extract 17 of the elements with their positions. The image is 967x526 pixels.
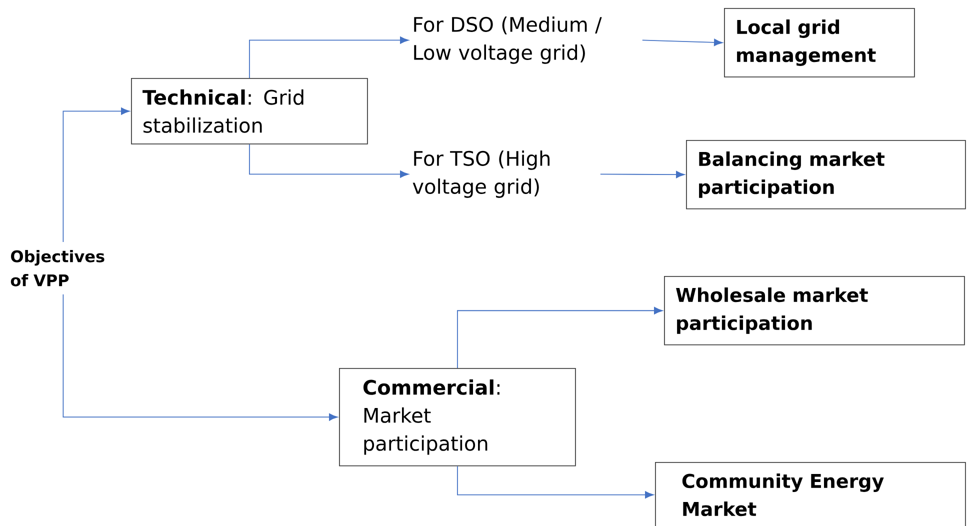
heading-text: Objectives of VPP (10, 250, 104, 286)
category-box: Commercial: Market participation (339, 368, 576, 466)
branch-label: For TSO (High voltage grid) (412, 150, 550, 198)
arrow (62, 108, 130, 242)
arrow (62, 294, 338, 421)
arrow (600, 170, 685, 178)
arrow (457, 466, 654, 498)
category-box: Technical: Grid stabilization (131, 78, 368, 144)
arrow (642, 38, 723, 46)
arrow (249, 144, 409, 178)
branch-label: For DSO (Medium / Low voltage grid) (414, 16, 602, 64)
outcome-box: Local grid management (724, 8, 915, 78)
outcome-box: Community Energy Market (655, 462, 966, 526)
outcome-box: Balancing market participation (686, 140, 966, 210)
arrow (457, 307, 663, 368)
outcome-box: Wholesale market participation (664, 276, 965, 346)
arrow (249, 36, 409, 78)
